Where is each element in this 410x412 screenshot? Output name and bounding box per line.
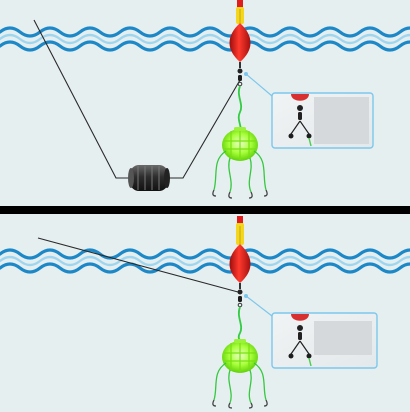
callout-dot (244, 294, 248, 298)
main-line-right (166, 79, 241, 179)
hook-icon (212, 150, 268, 199)
main-line (37, 237, 239, 293)
panel-bottom (0, 214, 410, 412)
inset-blank-panel (314, 321, 372, 355)
water-surface-waves (0, 248, 410, 274)
lure-cage-icon (222, 339, 258, 373)
callout-pointer (245, 73, 273, 97)
detail-inset (271, 92, 374, 149)
swivel-icon (237, 289, 243, 308)
float-icon (229, 216, 251, 289)
callout-dot (244, 72, 248, 76)
barrel-sinker-icon (128, 165, 170, 191)
swivel-icon (237, 68, 243, 87)
callout-pointer (245, 295, 273, 317)
hook-icon (212, 362, 268, 409)
inset-blank-panel (314, 97, 369, 144)
water-surface-waves (0, 26, 410, 52)
panel-top (0, 0, 410, 206)
main-line-left (33, 19, 133, 179)
detail-inset (271, 312, 378, 369)
lure-cage-icon (222, 127, 258, 161)
float-icon (229, 0, 251, 68)
panel-separator (0, 206, 410, 214)
